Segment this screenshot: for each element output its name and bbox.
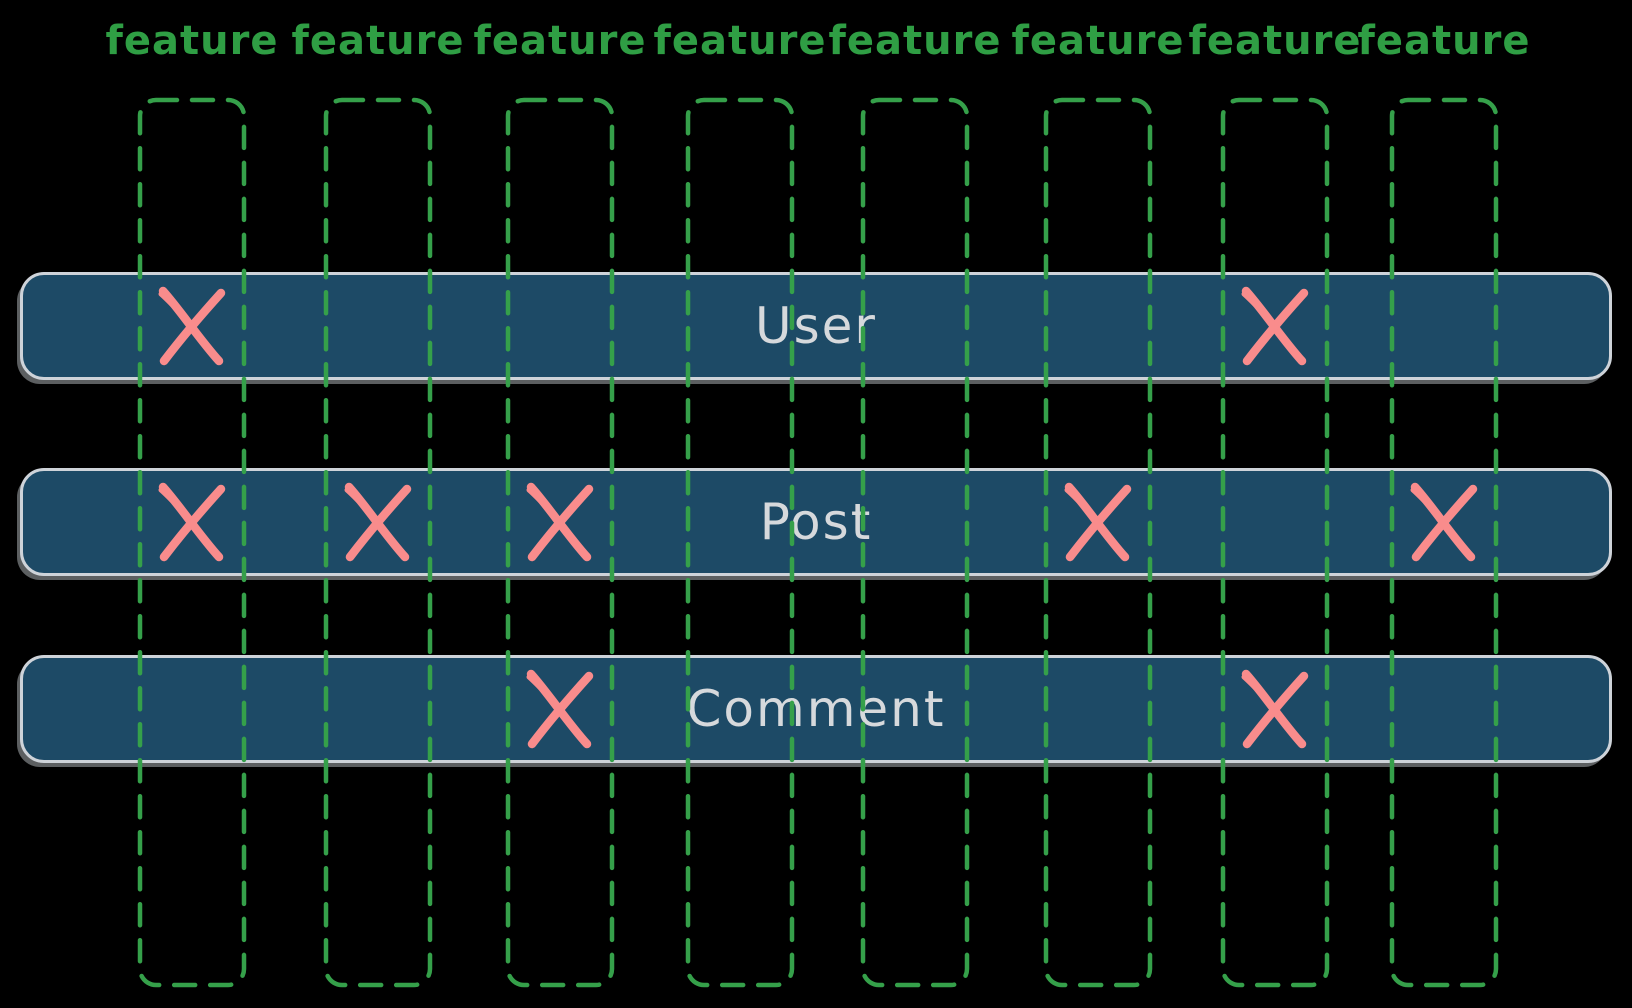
entity-bar-post: Post bbox=[20, 468, 1612, 576]
feature-label: feature bbox=[828, 18, 1002, 64]
entity-bar-user: User bbox=[20, 272, 1612, 380]
feature-label: feature bbox=[291, 18, 465, 64]
entity-bar-label: User bbox=[755, 297, 877, 355]
feature-label: feature bbox=[1011, 18, 1185, 64]
entity-bar-comment: Comment bbox=[20, 655, 1612, 763]
feature-label: feature bbox=[473, 18, 647, 64]
entity-bar-label: Post bbox=[759, 493, 873, 551]
feature-label: feature bbox=[1188, 18, 1362, 64]
feature-label: feature bbox=[653, 18, 827, 64]
entity-bar-label: Comment bbox=[686, 680, 946, 738]
feature-label: feature bbox=[1357, 18, 1531, 64]
feature-label: feature bbox=[105, 18, 279, 64]
